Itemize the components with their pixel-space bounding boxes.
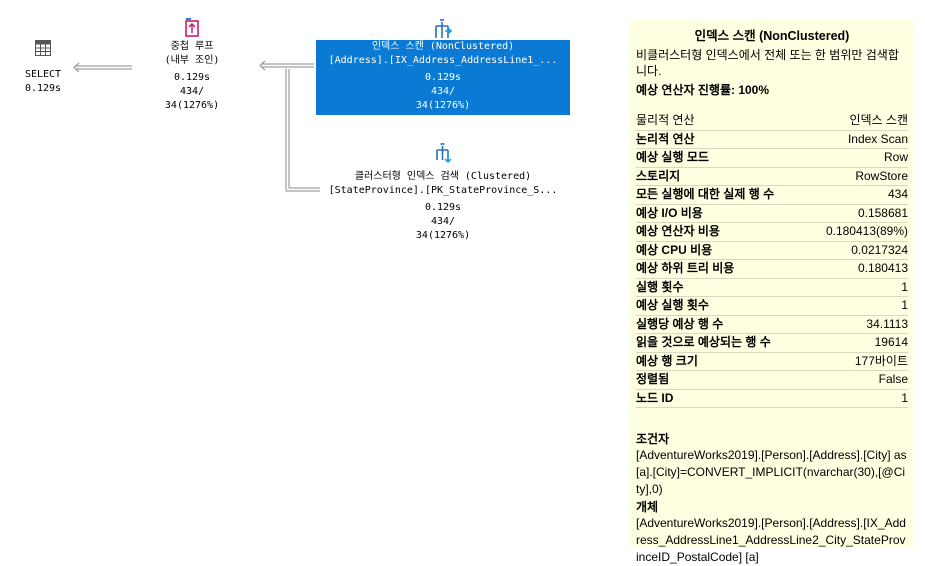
property-value: 1 [901,279,908,294]
index-scan-time: 0.129s [424,72,462,83]
property-value: 1 [901,298,908,312]
property-value: 34.1113 [866,316,908,331]
tooltip-progress: 예상 연산자 진행률: 100% [636,83,770,97]
predicate-title: 조건자 [636,432,670,446]
property-value: 0.158681 [857,205,908,220]
index-scan-object: [Address].[IX_Address_AddressLine1_... [328,55,558,66]
property-key: 스토리지 [636,168,681,183]
property-value: 0.0217324 [851,242,908,257]
property-value: 19614 [874,335,908,349]
select-label: SELECT [24,69,62,80]
nested-loops-time: 0.129s [173,72,211,83]
property-key: 예상 연산자 비용 [636,224,720,238]
property-row: 예상 실행 횟수 1 [636,297,908,316]
property-value: 1 [901,390,908,405]
index-scan-title: 인덱스 스캔 (NonClustered) [371,41,515,52]
object-title: 개체 [636,500,659,514]
property-value: 0.180413(89%) [825,224,908,238]
property-key: 예상 CPU 비용 [636,242,713,257]
nested-loops-subtitle: (내부 조인) [164,55,220,66]
property-key: 예상 I/O 비용 [636,205,703,220]
property-value: 177바이트 [854,353,908,368]
nested-loops-title: 중첩 루프 [170,41,214,52]
property-row: 모든 실행에 대한 실제 행 수 434 [636,186,908,205]
property-key: 예상 실행 모드 [636,150,709,164]
property-row: 물리적 연산 인덱스 스캔 [636,112,908,131]
property-row: 논리적 연산 Index Scan [636,131,908,149]
property-value: RowStore [855,168,908,183]
index-scan-rows: 434/ [430,86,456,97]
property-row: 예상 실행 모드 Row [636,149,908,168]
index-scan-icon [435,19,453,38]
property-row: 읽을 것으로 예상되는 행 수 19614 [636,334,908,353]
property-value: Row [883,150,908,164]
property-key: 예상 하위 트리 비용 [636,261,735,275]
index-seek-rows: 434/ [430,216,456,227]
property-value: False [878,372,908,386]
index-seek-icon [436,143,452,164]
property-key: 논리적 연산 [636,131,695,146]
select-table-icon [35,40,51,56]
property-value: Index Scan [847,131,908,146]
index-scan-node[interactable]: 인덱스 스캔 (NonClustered) [Address].[IX_Addr… [316,18,570,115]
property-value: 0.180413 [857,261,908,275]
tooltip-title: 인덱스 스캔 (NonClustered) [694,29,850,43]
select-node[interactable]: SELECT 0.129s [18,40,68,96]
property-key: 실행 횟수 [636,279,684,294]
property-key: 노드 ID [636,390,674,405]
property-row: 예상 I/O 비용 0.158681 [636,205,908,223]
property-key: 정렬됨 [636,372,670,386]
index-scan-est: 34(1276%) [415,100,471,111]
tooltip-description: 비클러스터형 인덱스에서 전체 또는 한 범위만 검색합니다. [636,48,899,78]
property-key: 실행당 예상 행 수 [636,316,724,331]
nested-loops-icon [185,18,199,37]
property-key: 읽을 것으로 예상되는 행 수 [636,335,771,349]
nested-loops-node[interactable]: 중첩 루프 (내부 조인) 0.129s 434/ 34(1276%) [140,18,244,113]
index-scan-selection: 인덱스 스캔 (NonClustered) [Address].[IX_Addr… [316,40,570,115]
property-row: 실행당 예상 행 수 34.1113 [636,316,908,334]
property-row: 실행 횟수 1 [636,279,908,297]
property-row: 스토리지 RowStore [636,168,908,186]
property-row: 예상 연산자 비용 0.180413(89%) [636,223,908,242]
property-row: 노드 ID 1 [636,390,908,408]
property-row: 정렬됨 False [636,371,908,390]
property-row: 예상 CPU 비용 0.0217324 [636,242,908,260]
index-seek-object: [StateProvince].[PK_StateProvince_S... [328,185,558,196]
index-seek-title: 클러스터형 인덱스 검색 (Clustered) [354,171,532,182]
property-key: 물리적 연산 [636,113,695,127]
property-row: 예상 하위 트리 비용 0.180413 [636,260,908,279]
nested-loops-rows: 434/ [179,86,205,97]
property-key: 예상 실행 횟수 [636,298,709,312]
property-key: 모든 실행에 대한 실제 행 수 [636,187,775,201]
index-seek-time: 0.129s [424,202,462,213]
object-text: [AdventureWorks2019].[Person].[Address].… [636,516,906,564]
property-value: 인덱스 스캔 [849,113,908,127]
predicate-text: [AdventureWorks2019].[Person].[Address].… [636,448,907,496]
property-key: 예상 행 크기 [636,353,698,368]
index-seek-node[interactable]: 클러스터형 인덱스 검색 (Clustered) [StateProvince]… [316,142,570,243]
nested-loops-est: 34(1276%) [164,100,220,111]
index-seek-est: 34(1276%) [415,230,471,241]
select-cost: 0.129s [24,83,62,94]
property-row: 예상 행 크기 177바이트 [636,353,908,371]
property-value: 434 [887,187,908,201]
operator-tooltip: 인덱스 스캔 (NonClustered) 비클러스터형 인덱스에서 전체 또는… [630,19,913,564]
